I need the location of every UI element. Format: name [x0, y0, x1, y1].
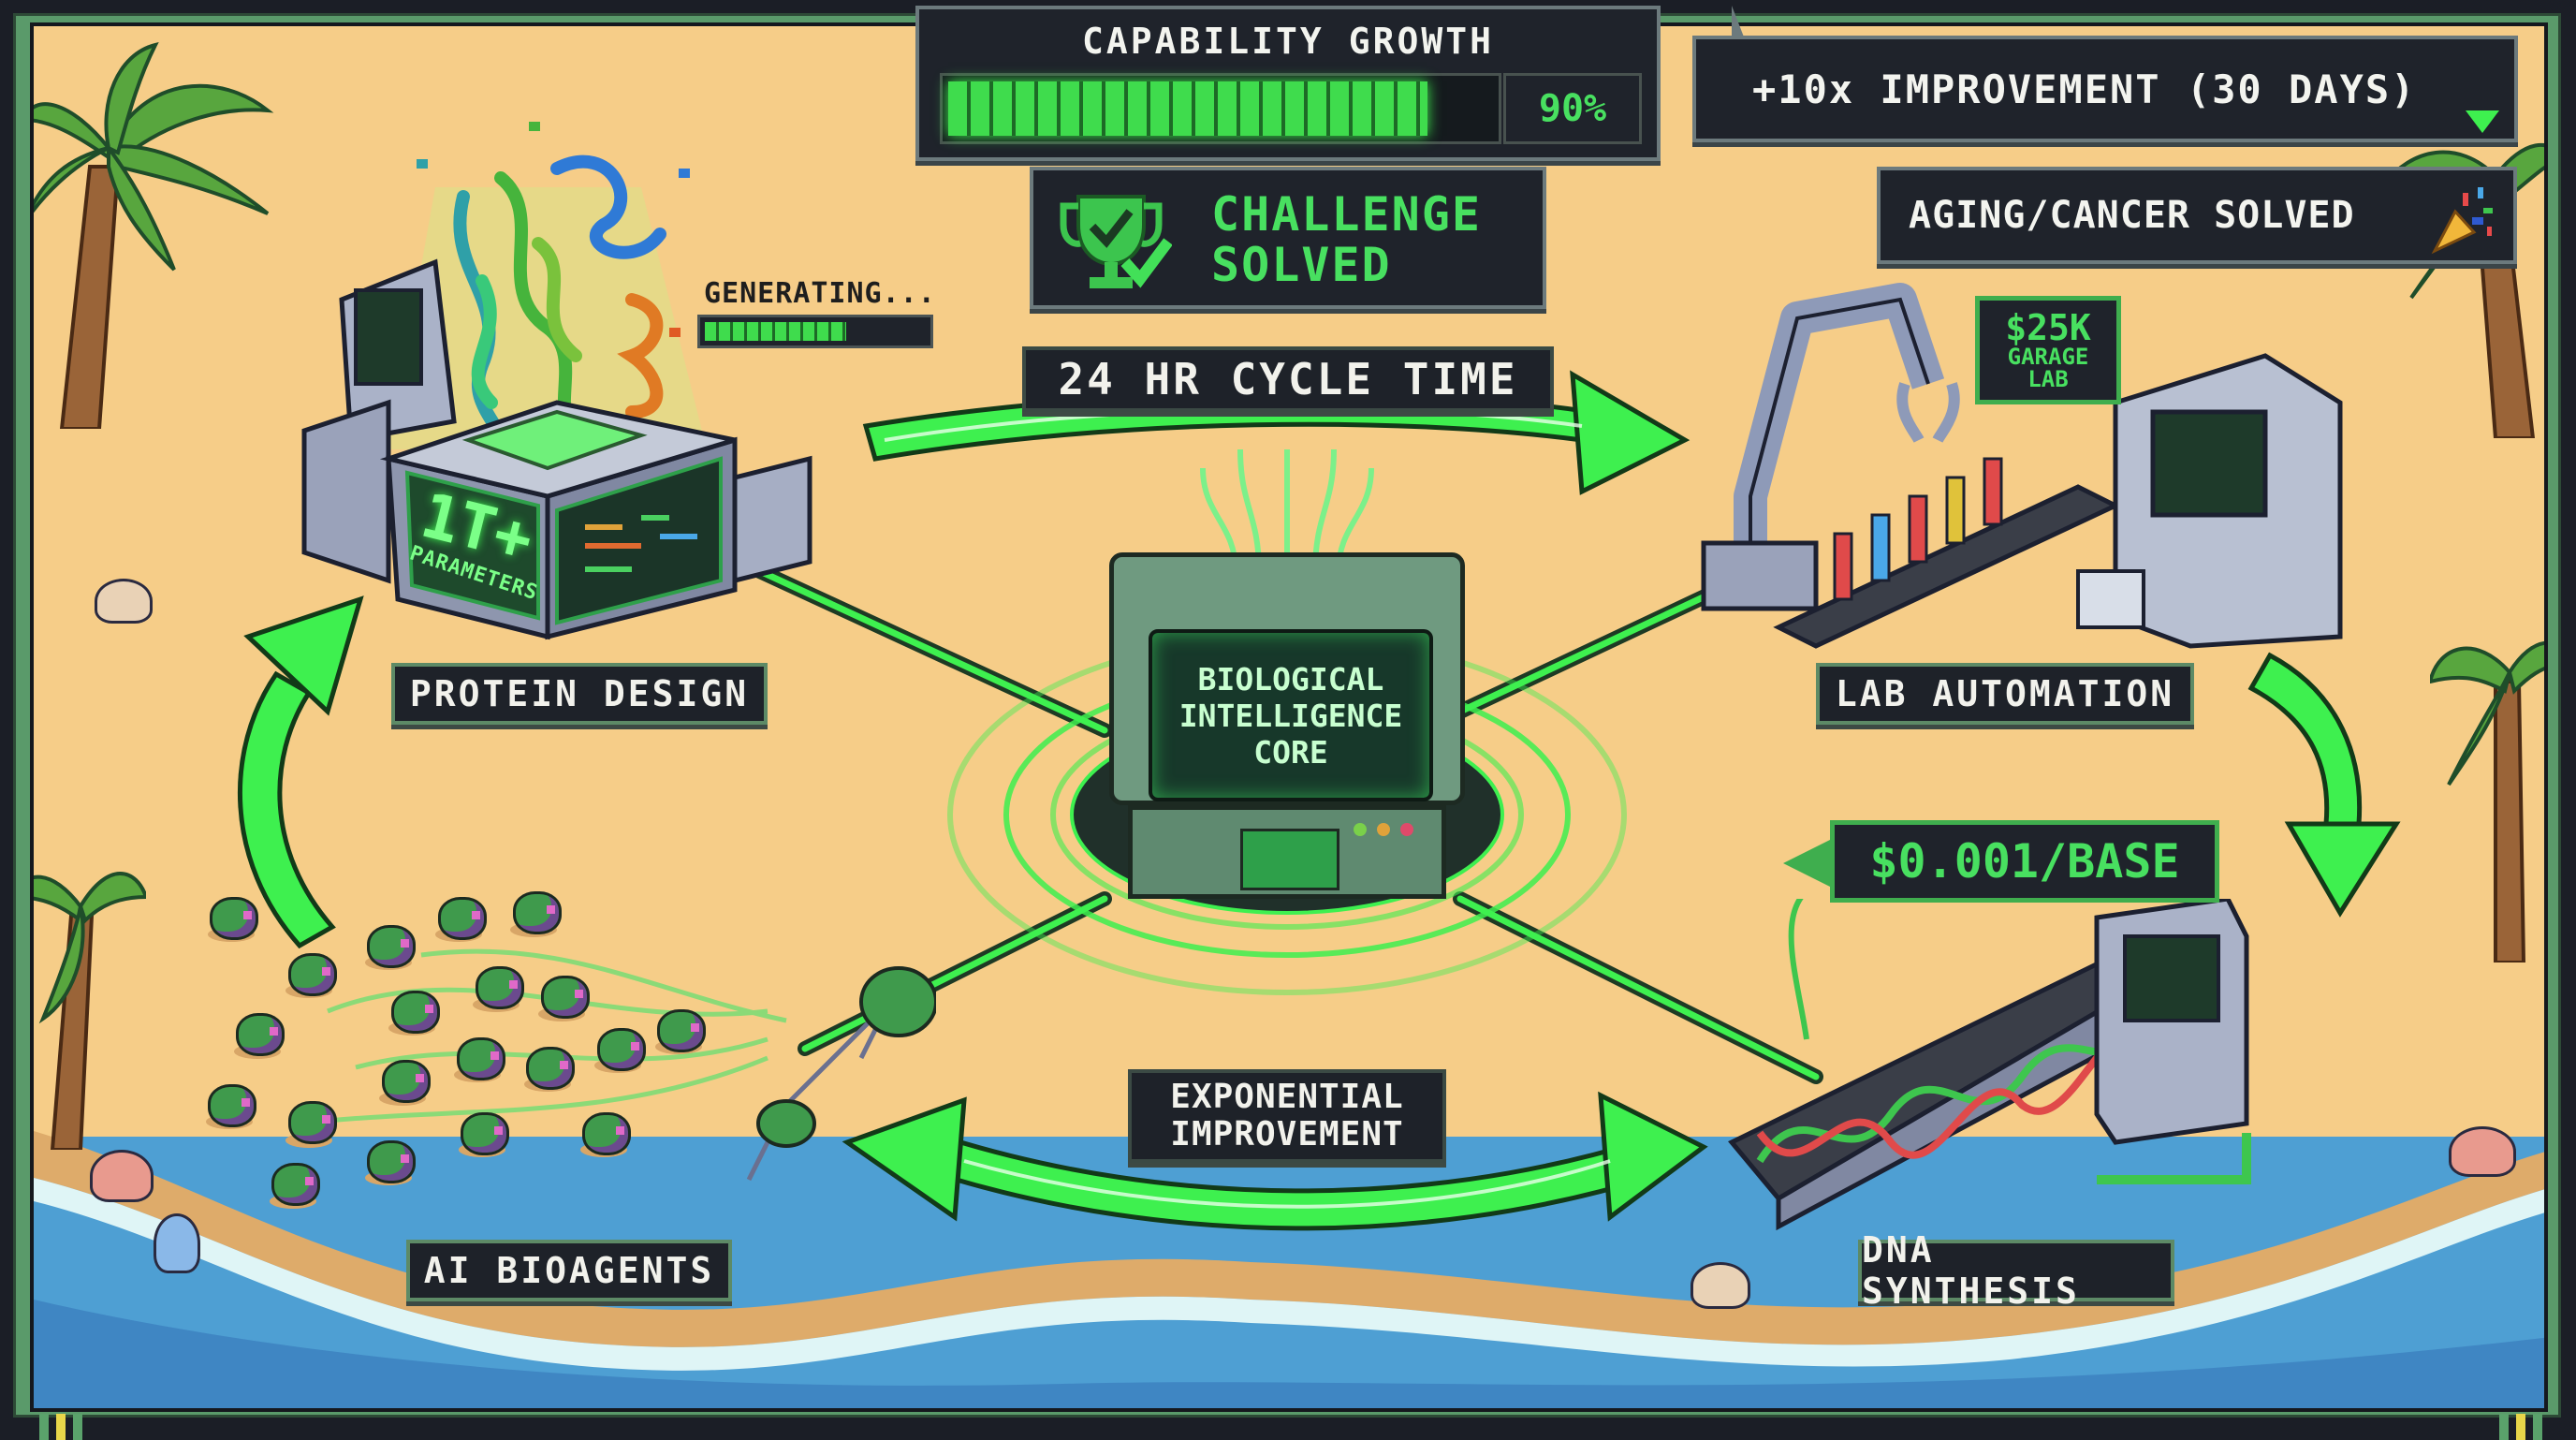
capability-progress-bar — [940, 73, 1501, 144]
bioagent-icon — [461, 1112, 509, 1155]
triangle-down-icon — [2466, 110, 2499, 133]
seashell-icon — [1690, 1262, 1750, 1309]
dna-synthesis-label: DNA SYNTHESIS — [1858, 1229, 2174, 1312]
agent-trails — [299, 948, 936, 1182]
improvement-text: +10x IMPROVEMENT (30 DAYS) — [1752, 66, 2417, 112]
core-console — [1128, 805, 1446, 899]
generating-progress-bar — [697, 315, 933, 348]
exponential-line2: IMPROVEMENT — [1170, 1115, 1404, 1153]
lab-automation-station[interactable] — [1685, 262, 2359, 655]
generating-status: GENERATING... — [704, 277, 936, 310]
challenge-line2: SOLVED — [1211, 238, 1392, 292]
speech-bubble-tail — [1732, 6, 1745, 39]
bioagent-icon — [526, 1047, 575, 1090]
aging-cancer-badge: AGING/CANCER SOLVED — [1877, 167, 2517, 264]
palm-tree-icon — [34, 872, 146, 1150]
aging-cancer-text: AGING/CANCER SOLVED — [1909, 194, 2355, 237]
bioagent-icon — [597, 1028, 646, 1071]
status-light-orange — [1377, 823, 1390, 836]
core-title-line2: INTELLIGENCE — [1178, 697, 1403, 734]
seashell-icon — [2449, 1126, 2516, 1177]
garage-lab-line3: LAB — [2027, 366, 2069, 392]
frame-indicator-lights — [39, 1414, 82, 1440]
garage-lab-price: $25K — [2005, 307, 2091, 348]
bioagent-icon — [513, 891, 562, 934]
palm-tree-icon — [34, 41, 274, 429]
biological-intelligence-core[interactable]: BIOLOGICAL INTELLIGENCE CORE — [1109, 449, 1465, 908]
bioagent-icon — [210, 897, 258, 940]
heartbeat-monitor — [1240, 829, 1339, 890]
frame-indicator-lights — [2499, 1414, 2542, 1440]
protein-design-station[interactable]: 1T+ PARAMETERS — [267, 56, 828, 646]
bioagent-icon — [288, 1101, 337, 1144]
challenge-line1: CHALLENGE — [1211, 187, 1482, 242]
lab-automation-label: LAB AUTOMATION — [1816, 663, 2194, 725]
garage-lab-line2: GARAGE — [2007, 344, 2089, 370]
bioagent-icon — [657, 1009, 706, 1052]
ai-bioagents-label: AI BIOAGENTS — [406, 1240, 732, 1301]
bioagent-icon — [236, 1013, 285, 1056]
bioagent-icon — [288, 953, 337, 996]
shoreline — [34, 1131, 2544, 1408]
bioagent-icon — [271, 1163, 320, 1206]
seashell-icon — [95, 579, 153, 624]
bioagent-icon — [382, 1060, 431, 1103]
exponential-line1: EXPONENTIAL — [1170, 1078, 1404, 1117]
bioagent-icon — [367, 925, 416, 968]
capability-percent: 90% — [1503, 73, 1642, 144]
bioagent-icon — [438, 897, 487, 940]
protein-design-label: PROTEIN DESIGN — [391, 663, 768, 725]
progress-fill — [948, 81, 1428, 136]
bioagent-icon — [457, 1037, 505, 1080]
robot-arm-lab — [1701, 283, 2343, 649]
party-popper-icon — [2431, 187, 2493, 255]
seashell-icon — [90, 1150, 154, 1202]
exponential-improvement-label: EXPONENTIAL IMPROVEMENT — [1128, 1069, 1446, 1163]
core-title-line1: BIOLOGICAL — [1197, 660, 1384, 698]
dna-conveyor — [1728, 899, 2251, 1231]
protein-structure-hologram — [301, 122, 812, 640]
status-light-green — [1354, 823, 1367, 836]
seashell-icon — [154, 1213, 200, 1273]
cycle-time-label: 24 HR CYCLE TIME — [1022, 346, 1554, 412]
bioagent-icon — [541, 976, 590, 1019]
bioagent-icon — [367, 1140, 416, 1183]
tag-notch — [1783, 839, 1832, 888]
ai-bioagents-swarm[interactable] — [187, 843, 936, 1217]
trophy-check-icon — [1060, 195, 1172, 288]
palm-tree-icon — [2430, 641, 2544, 962]
bioagent-icon — [208, 1084, 256, 1127]
garage-lab-sign: $25K GARAGE LAB — [1975, 296, 2121, 404]
improvement-badge: +10x IMPROVEMENT (30 DAYS) — [1692, 36, 2518, 142]
challenge-solved-panel: CHALLENGE SOLVED — [1030, 167, 1546, 309]
bioagent-icon — [391, 991, 440, 1034]
core-title-line3: CORE — [1253, 733, 1328, 771]
dna-synthesis-station[interactable] — [1722, 899, 2321, 1236]
core-screen: BIOLOGICAL INTELLIGENCE CORE — [1149, 629, 1433, 801]
bioagent-icon — [582, 1112, 631, 1155]
status-light-red — [1400, 823, 1413, 836]
generating-progress-fill — [705, 322, 847, 341]
capability-growth-panel: CAPABILITY GROWTH 90% — [915, 6, 1661, 161]
bioagent-icon — [476, 966, 524, 1009]
capability-growth-title: CAPABILITY GROWTH — [1082, 21, 1494, 62]
price-tag-body: $0.001/BASE — [1830, 820, 2219, 903]
price-tag: $0.001/BASE — [1783, 820, 2223, 906]
